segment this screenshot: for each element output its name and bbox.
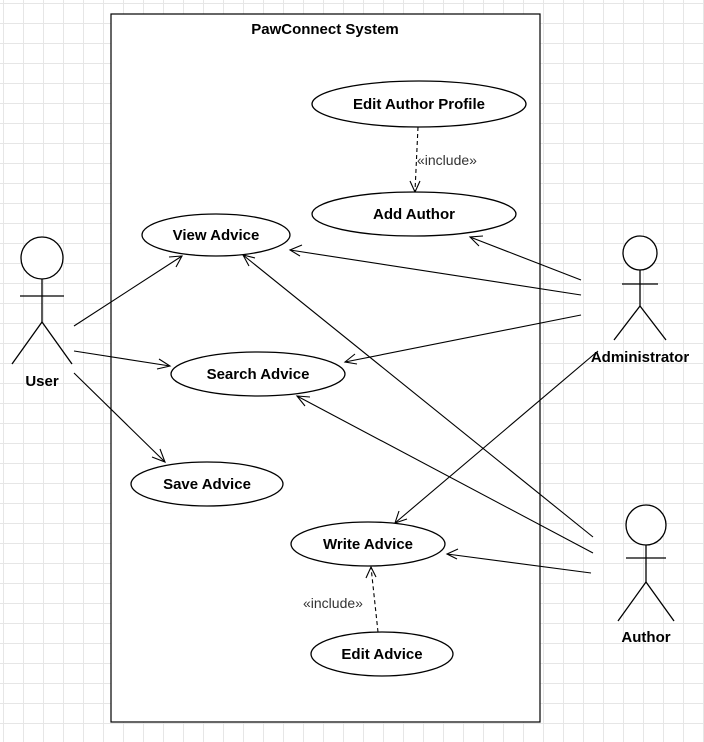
actor-left-leg [613,305,641,341]
actor-author[interactable]: Author [617,504,675,646]
use-case-search-advice[interactable]: Search Advice [170,351,346,397]
actor-head [20,236,64,280]
association-admin-search-advice[interactable] [344,314,582,363]
association-author-view-advice[interactable] [242,254,594,538]
association-admin-write-advice[interactable] [394,350,599,524]
use-case-ellipse [290,521,446,567]
association-author-search-advice[interactable] [296,395,594,554]
use-case-ellipse [141,213,291,257]
system-title: PawConnect System [251,21,399,38]
arrowhead-user-search-advice [156,358,172,370]
association-user-view-advice[interactable] [73,255,183,327]
use-case-label: Search Advice [207,366,310,383]
include-edit-advice-write-advice[interactable] [370,566,379,633]
association-user-save-advice[interactable] [73,372,166,463]
actor-head [625,504,667,546]
actor-label: User [25,373,59,390]
actor-right-leg [639,305,667,341]
arrowhead-user-view-advice [168,255,183,268]
associations [73,235,599,574]
actor-left-leg [617,581,647,622]
use-case-edit-advice[interactable]: Edit Advice [310,631,454,677]
use-case-label: Edit Advice [341,646,422,663]
use-case-edit-author-profile[interactable]: Edit Author Profile [311,80,527,128]
use-case-save-advice[interactable]: Save Advice [130,461,284,507]
arrowhead-include-write-advice [365,565,377,579]
arrowhead-user-save-advice [151,448,166,463]
use-case-view-advice[interactable]: View Advice [141,213,291,257]
arrowhead-author-search-advice [295,395,311,407]
include-edit-author-profile-add-author[interactable] [414,126,419,192]
use-case-ellipse [311,80,527,128]
actor-head [622,235,658,271]
actor-right-leg [645,581,675,622]
arrowhead-admin-add-author [468,235,484,247]
include-label-add-author: «include» [417,152,477,168]
association-admin-add-author[interactable] [469,236,582,281]
use-case-label: Write Advice [323,536,413,553]
arrowhead-admin-search-advice [343,353,358,365]
actor-right-leg [41,321,73,365]
actor-label: Administrator [591,349,690,366]
arrowhead-author-write-advice [445,548,459,560]
actor-left-leg [11,321,43,365]
arrowhead-admin-view-advice [288,244,303,257]
use-case-add-author[interactable]: Add Author [311,191,517,237]
use-case-write-advice[interactable]: Write Advice [290,521,446,567]
include-label-write-advice: «include» [303,595,363,611]
use-case-ellipse [311,191,517,237]
use-case-label: Edit Author Profile [353,96,485,113]
use-case-label: Add Author [373,206,455,223]
use-case-label: Save Advice [163,476,251,493]
association-admin-view-advice[interactable] [289,249,582,296]
association-user-search-advice[interactable] [73,350,171,367]
actor-administrator[interactable]: Administrator [591,235,690,366]
actor-user[interactable]: User [11,236,73,390]
use-case-label: View Advice [173,227,260,244]
use-case-ellipse [310,631,454,677]
use-case-ellipse [170,351,346,397]
use-case-ellipse [130,461,284,507]
actor-label: Author [621,629,670,646]
include-relationships: «include» «include» [303,126,477,633]
association-author-write-advice[interactable] [446,553,592,574]
